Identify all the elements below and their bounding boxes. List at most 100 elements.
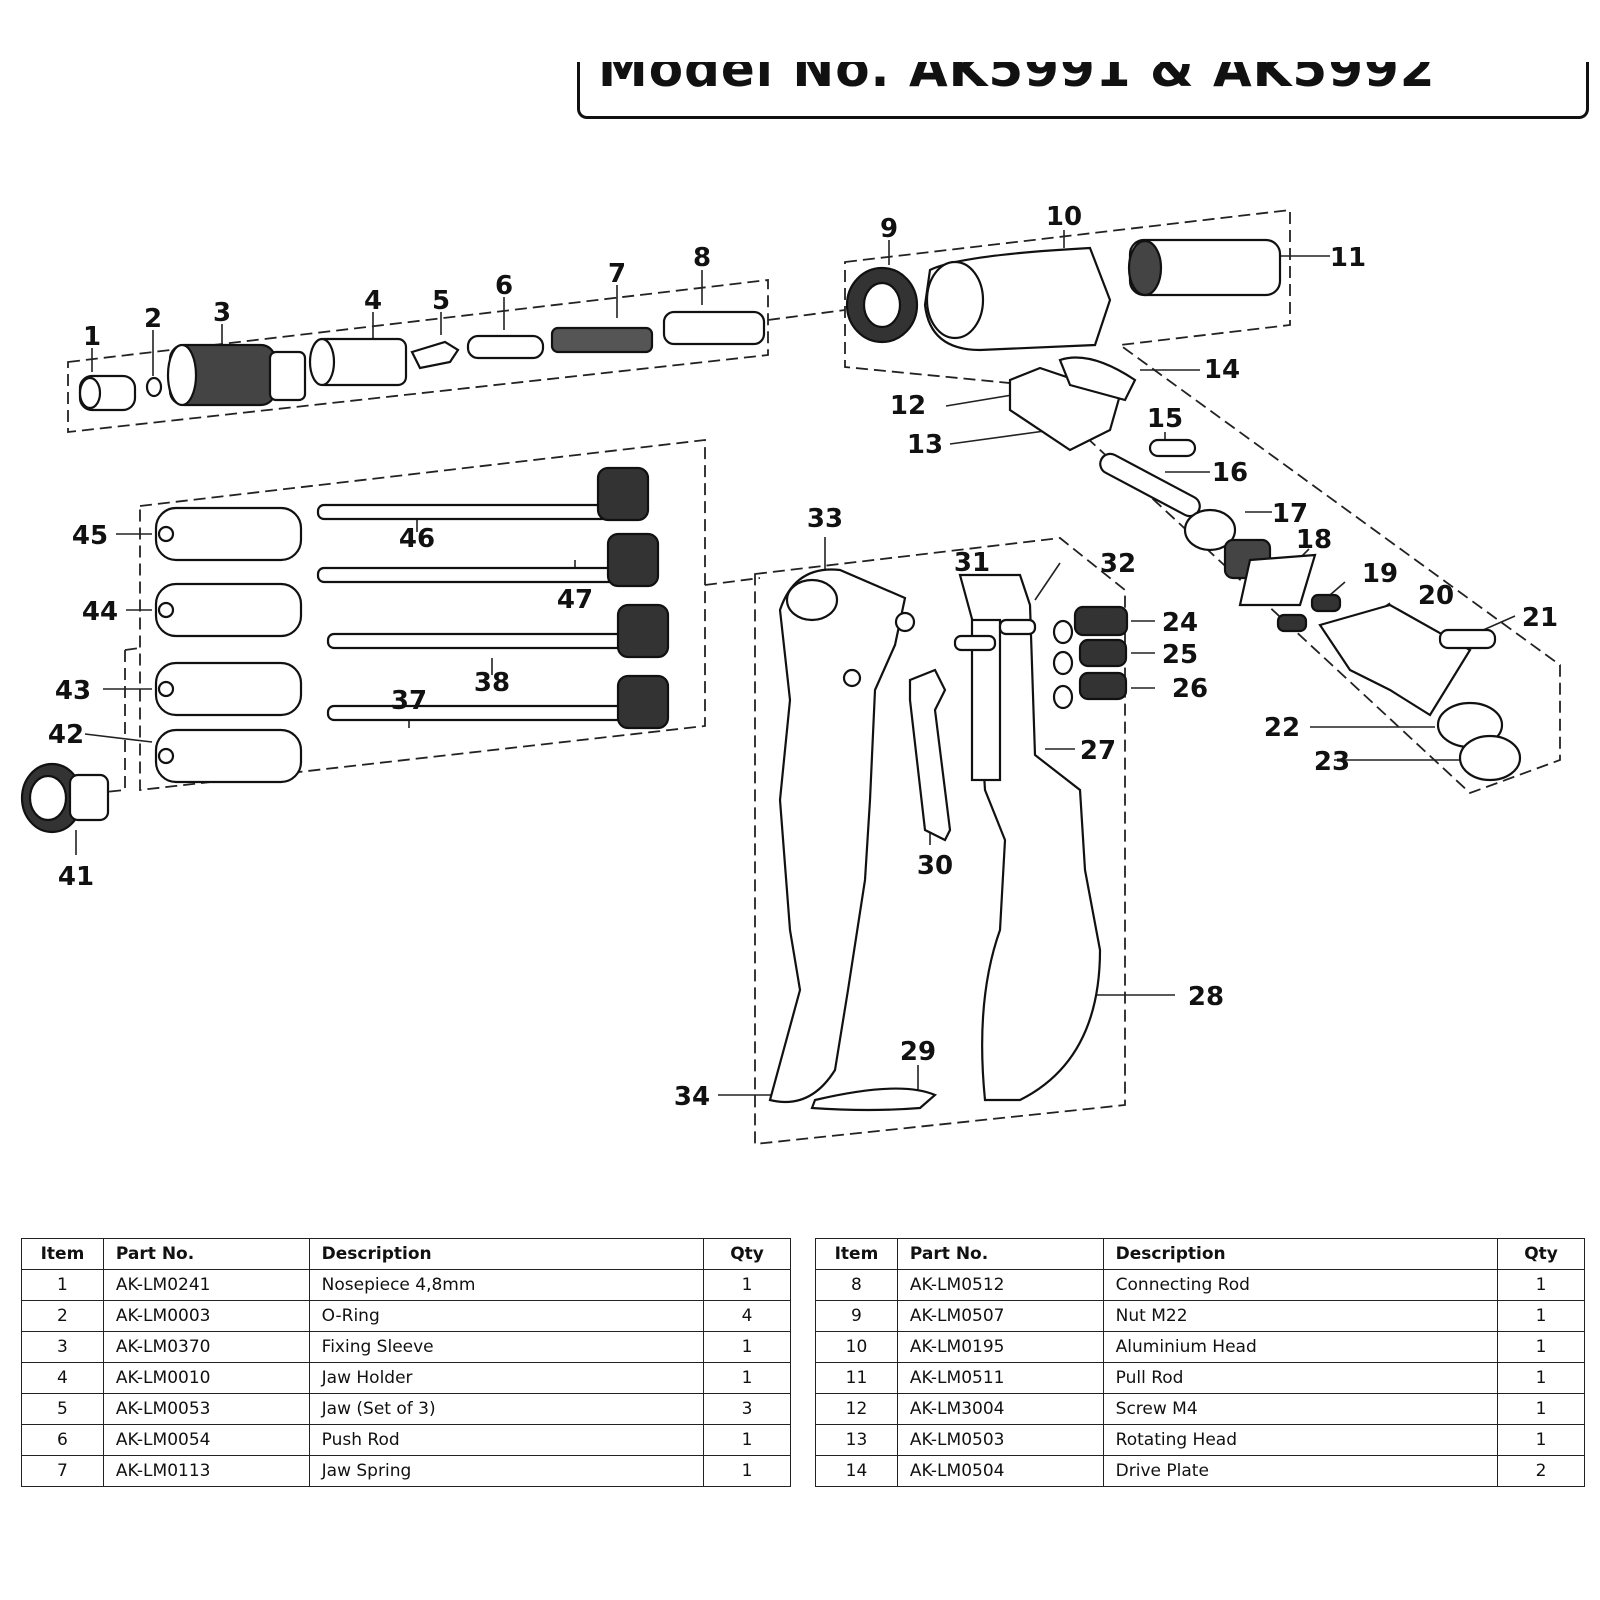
- mandrel-37: [326, 704, 630, 722]
- cell-part-no: AK-LM0503: [896, 1424, 1104, 1456]
- callout-9: 9: [880, 214, 898, 244]
- callout-33: 33: [807, 504, 843, 534]
- gasket-18-part: [1238, 553, 1317, 607]
- spring-29-part: [810, 1087, 938, 1112]
- nosepiece-41-face: [28, 774, 68, 822]
- cell-description: Fixing Sleeve: [308, 1331, 705, 1363]
- callout-2: 2: [144, 304, 162, 334]
- mandrel-38-head: [616, 603, 670, 659]
- cell-part-no: AK-LM0010: [102, 1362, 310, 1394]
- callout-19: 19: [1362, 559, 1398, 589]
- cell-qty: 1: [703, 1362, 791, 1394]
- cell-item: 6: [21, 1424, 104, 1456]
- aluminium-head-bore: [925, 260, 985, 340]
- cell-qty: 1: [703, 1424, 791, 1456]
- cell-item: 1: [21, 1269, 104, 1301]
- nosepiece-45-hole: [157, 525, 175, 543]
- cell-item: 2: [21, 1300, 104, 1332]
- mandrel-38: [326, 632, 630, 650]
- callout-21: 21: [1522, 603, 1558, 633]
- callout-14: 14: [1204, 355, 1240, 385]
- callout-20: 20: [1418, 581, 1454, 611]
- cell-description: O-Ring: [308, 1300, 705, 1332]
- cell-part-no: AK-LM3004: [896, 1393, 1104, 1425]
- cell-description: Pull Rod: [1102, 1362, 1499, 1394]
- push-rod-part: [466, 334, 545, 360]
- cell-qty: 1: [703, 1455, 791, 1487]
- callout-34: 34: [674, 1082, 710, 1112]
- mandrel-37-head: [616, 674, 670, 730]
- cell-part-no: AK-LM0504: [896, 1455, 1104, 1487]
- header-qty: Qty: [1497, 1238, 1585, 1270]
- callout-42: 42: [48, 720, 84, 750]
- table-header-row: Item Part No. Description Qty: [21, 1238, 791, 1270]
- cell-description: Nosepiece 4,8mm: [308, 1269, 705, 1301]
- handle-pivot-hole-2: [842, 668, 862, 688]
- callout-3: 3: [213, 298, 231, 328]
- cell-qty: 1: [1497, 1331, 1585, 1363]
- cell-description: Drive Plate: [1102, 1455, 1499, 1487]
- screw-25-part: [1078, 638, 1128, 668]
- callout-5: 5: [432, 286, 450, 316]
- o-ring-part: [145, 376, 163, 398]
- cell-qty: 1: [1497, 1424, 1585, 1456]
- part-17: [1183, 508, 1237, 552]
- callout-30: 30: [917, 851, 953, 881]
- cell-qty: 4: [703, 1300, 791, 1332]
- nosepiece-44-hole: [157, 601, 175, 619]
- nosepiece-tip: [78, 376, 102, 410]
- fixing-sleeve-thread: [268, 350, 307, 402]
- plate-20-part: [1318, 603, 1472, 717]
- cell-item: 9: [815, 1300, 898, 1332]
- jaw-part: [410, 340, 460, 370]
- callout-4: 4: [364, 286, 382, 316]
- callout-7: 7: [608, 259, 626, 289]
- cell-item: 11: [815, 1362, 898, 1394]
- cell-item: 4: [21, 1362, 104, 1394]
- spring-30-part: [908, 668, 952, 842]
- cell-qty: 2: [1497, 1455, 1585, 1487]
- table-header-row: Item Part No. Description Qty: [815, 1238, 1585, 1270]
- nosepiece-43: [154, 661, 303, 717]
- callout-25: 25: [1162, 640, 1198, 670]
- callout-23: 23: [1314, 747, 1350, 777]
- callout-18: 18: [1296, 525, 1332, 555]
- nosepiece-42: [154, 728, 303, 784]
- cell-item: 13: [815, 1424, 898, 1456]
- title-box: Model No. AK5991 & AK5992: [577, 62, 1589, 119]
- header-description: Description: [308, 1238, 705, 1270]
- callout-28: 28: [1188, 982, 1224, 1012]
- cell-part-no: AK-LM0511: [896, 1362, 1104, 1394]
- fixing-sleeve-face: [166, 343, 198, 407]
- header-item: Item: [815, 1238, 898, 1270]
- pull-rod-thread: [1127, 239, 1163, 297]
- handle-pivot-hole: [894, 611, 916, 633]
- callout-13: 13: [907, 430, 943, 460]
- cell-description: Aluminium Head: [1102, 1331, 1499, 1363]
- cell-description: Jaw (Set of 3): [308, 1393, 705, 1425]
- header-part-no: Part No.: [102, 1238, 310, 1270]
- rotating-head-parts: [1008, 356, 1522, 782]
- cell-qty: 1: [1497, 1269, 1585, 1301]
- connecting-rod-part: [662, 310, 766, 346]
- nosepiece-45: [154, 506, 303, 562]
- callout-26: 26: [1172, 674, 1208, 704]
- ring-23-part: [1458, 734, 1522, 782]
- washer-25: [1052, 650, 1074, 676]
- screw-19-part: [1310, 593, 1342, 613]
- cell-description: Screw M4: [1102, 1393, 1499, 1425]
- header-item: Item: [21, 1238, 104, 1270]
- cell-part-no: AK-LM0053: [102, 1393, 310, 1425]
- pin-15-part: [1148, 438, 1197, 458]
- callout-17: 17: [1272, 499, 1308, 529]
- exploded-parts-diagram: 1234567891011121314151617181920212223242…: [20, 202, 1561, 1145]
- callout-43: 43: [55, 676, 91, 706]
- callout-22: 22: [1264, 713, 1300, 743]
